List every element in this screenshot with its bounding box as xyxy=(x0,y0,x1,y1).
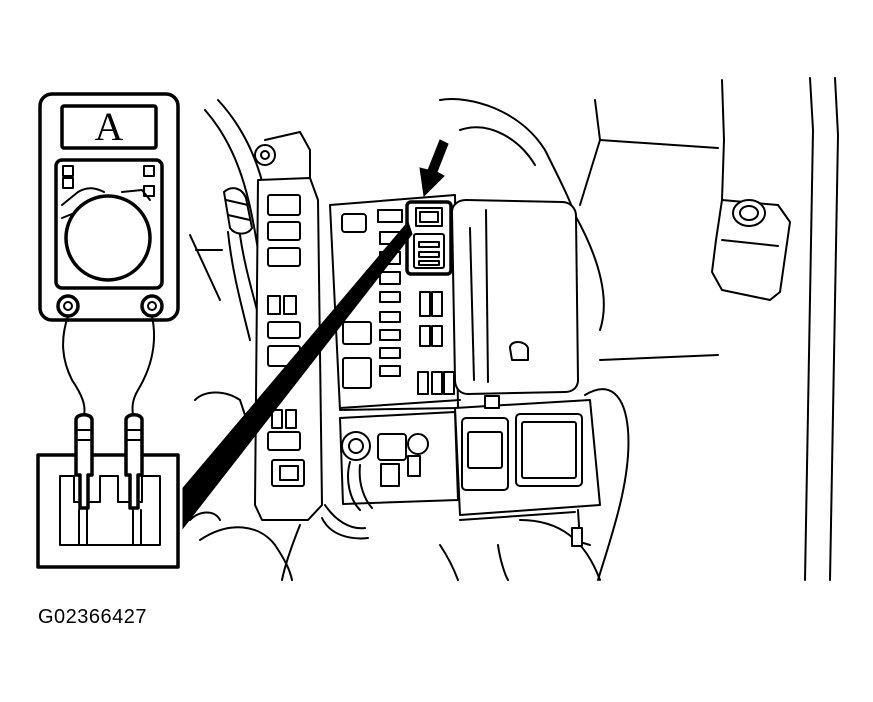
multimeter-dial xyxy=(64,194,152,282)
engine-bay-outline xyxy=(189,77,839,581)
fuse-test-inset xyxy=(36,453,180,569)
probe-right xyxy=(124,413,144,510)
figure-id-label: G02366427 xyxy=(38,606,148,628)
down-arrow-icon xyxy=(419,139,449,198)
relay-cover xyxy=(451,199,579,395)
lower-relays xyxy=(454,395,601,547)
bottom-connectors xyxy=(321,411,459,540)
probe-left xyxy=(74,413,94,510)
probe-leads xyxy=(62,315,156,416)
left-fuse-strip xyxy=(254,131,323,521)
mounting-bracket xyxy=(711,199,791,301)
multimeter-mode-letter: A xyxy=(95,104,124,149)
target-fuse xyxy=(405,200,453,276)
callout-wedge xyxy=(182,220,413,530)
multimeter: A xyxy=(38,92,180,322)
